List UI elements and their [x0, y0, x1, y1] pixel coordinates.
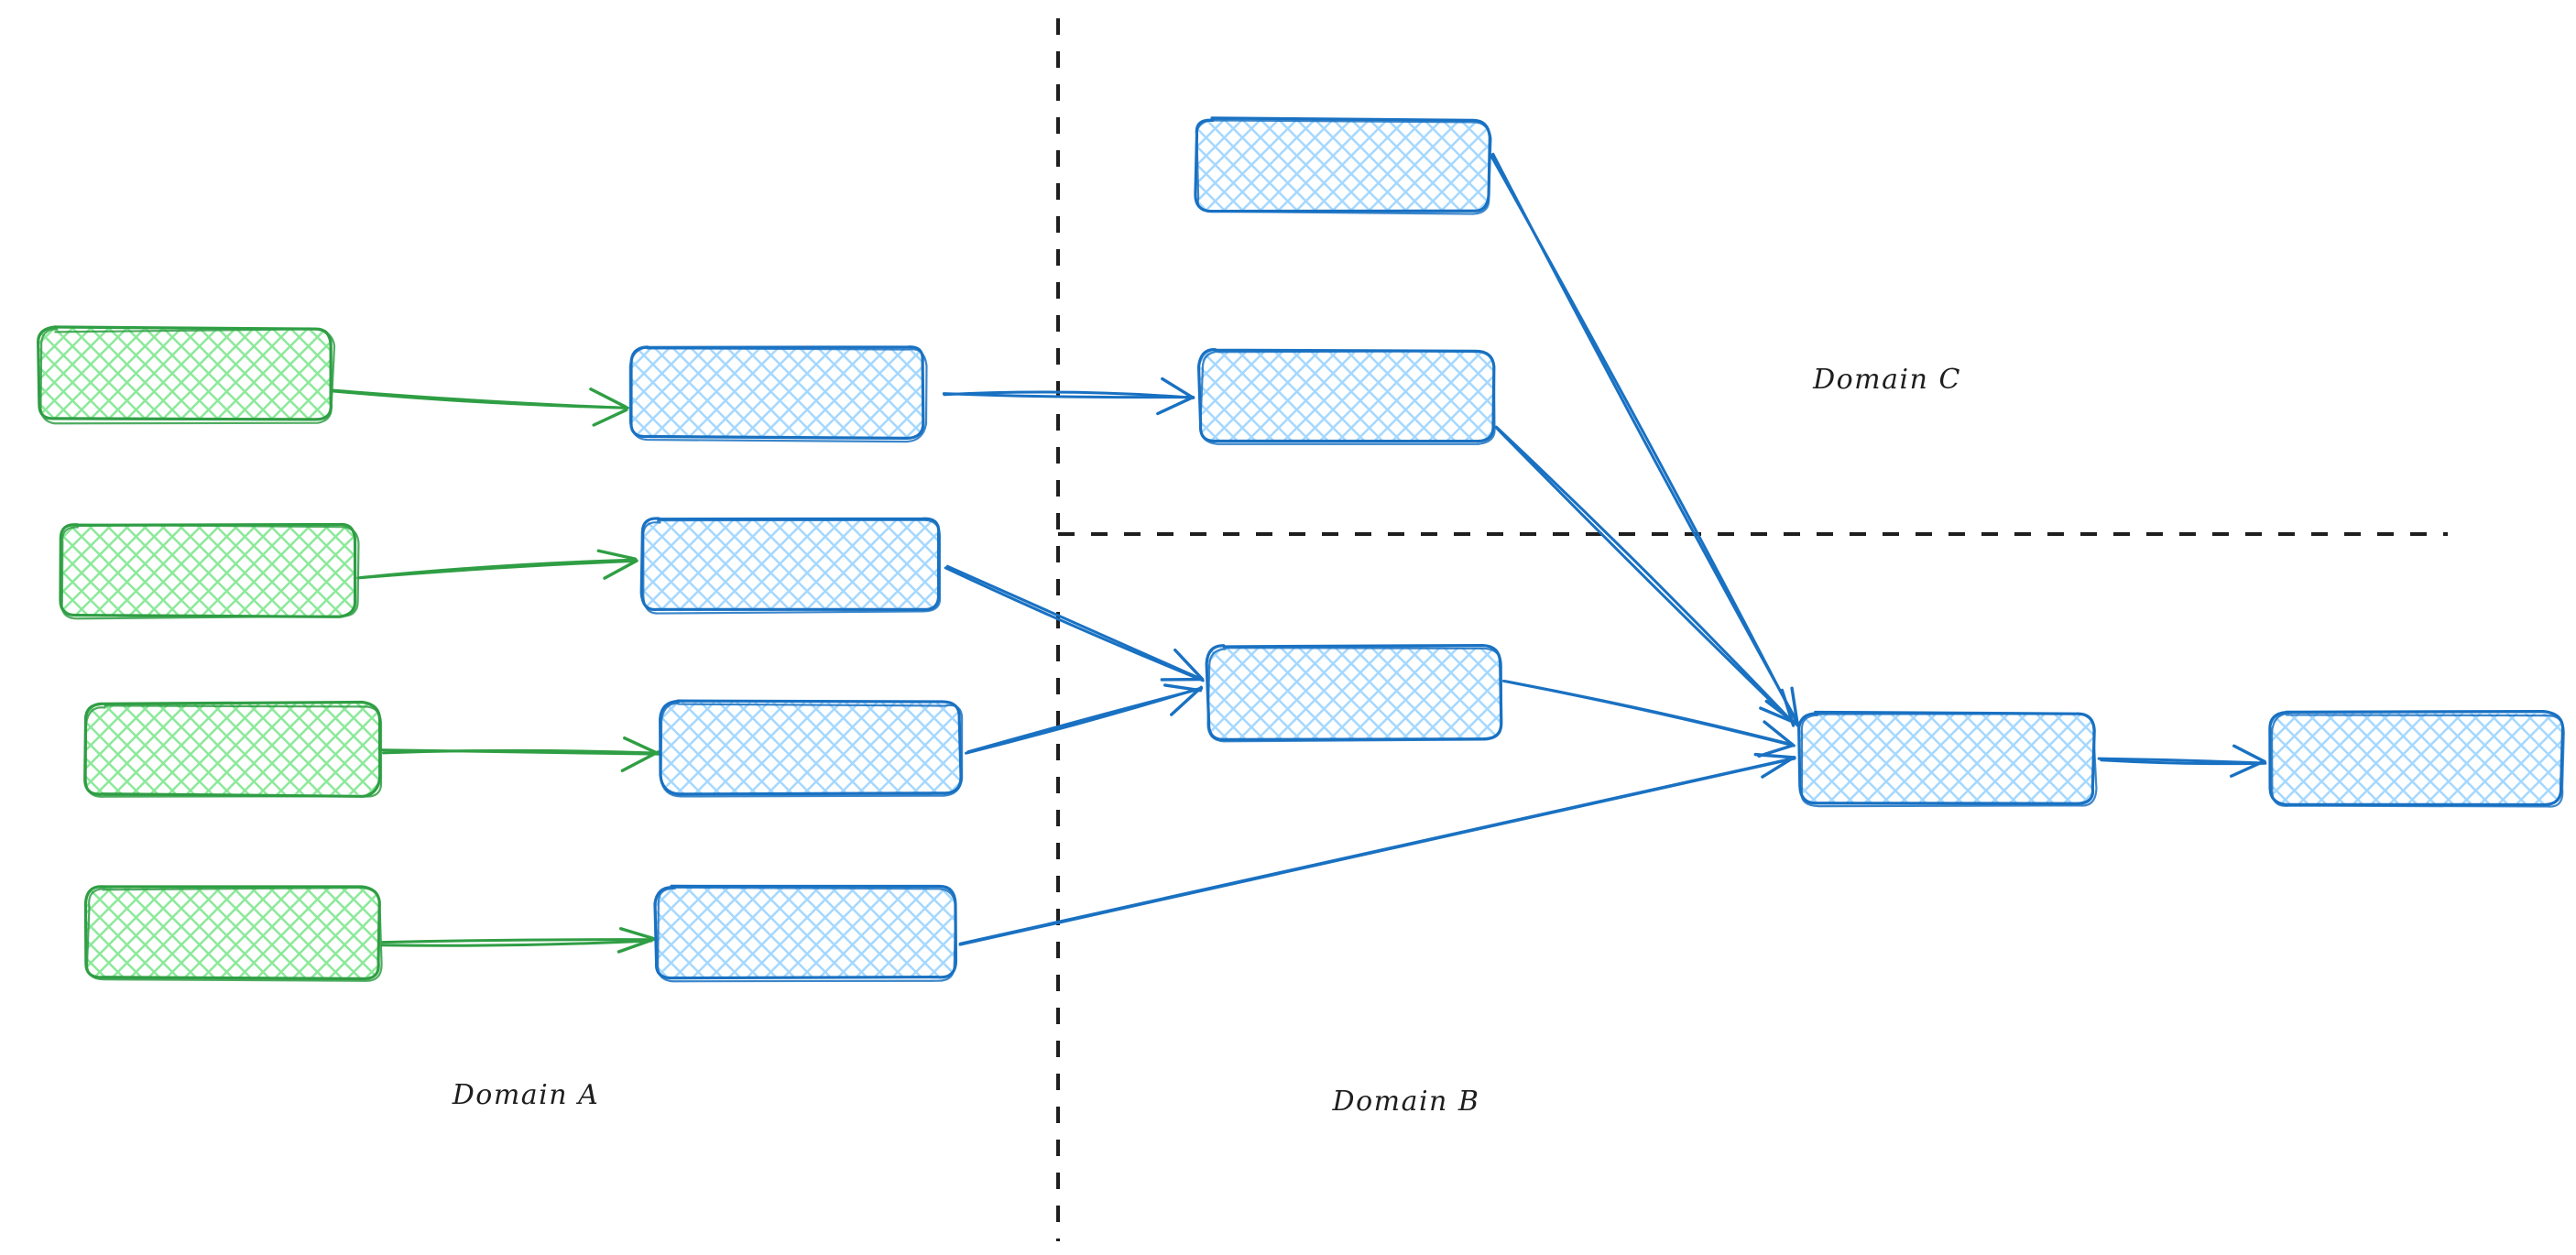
node-c3[interactable]: [1205, 643, 1503, 743]
label-domain-b: Domain B: [1332, 1086, 1480, 1118]
node-a2[interactable]: [59, 522, 360, 620]
edge-b4-d1: [958, 752, 1796, 946]
domain-label-layer: Domain A Domain B Domain C: [452, 364, 1961, 1118]
node-b4[interactable]: [653, 884, 958, 983]
node-e1[interactable]: [2268, 710, 2565, 808]
edge-layer: [330, 152, 2267, 954]
edge-a2-b2: [356, 549, 639, 580]
edge-a1-b1: [330, 387, 629, 427]
edge-b1-c2: [942, 376, 1195, 416]
edge-a4-b4: [380, 927, 656, 954]
edge-a3-b3: [380, 736, 661, 773]
node-b2[interactable]: [639, 517, 942, 615]
node-a1[interactable]: [37, 325, 336, 425]
edge-d1-e1: [2097, 744, 2267, 778]
edge-b2-c3: [944, 564, 1205, 682]
node-b3[interactable]: [659, 699, 964, 798]
edge-b3-c3: [965, 683, 1204, 755]
node-d1[interactable]: [1797, 710, 2098, 808]
node-c1[interactable]: [1194, 116, 1492, 215]
label-domain-a: Domain A: [452, 1079, 600, 1111]
divider-layer: [1056, 18, 2448, 1241]
node-layer: [37, 116, 2565, 983]
node-b1[interactable]: [628, 345, 928, 443]
edge-c2-d1: [1494, 425, 1796, 727]
edge-c3-d1: [1501, 679, 1796, 758]
node-a4[interactable]: [83, 885, 383, 982]
edge-c1-d1: [1488, 152, 1800, 727]
node-a3[interactable]: [83, 700, 383, 798]
node-c2[interactable]: [1196, 348, 1496, 445]
label-domain-c: Domain C: [1812, 364, 1961, 396]
